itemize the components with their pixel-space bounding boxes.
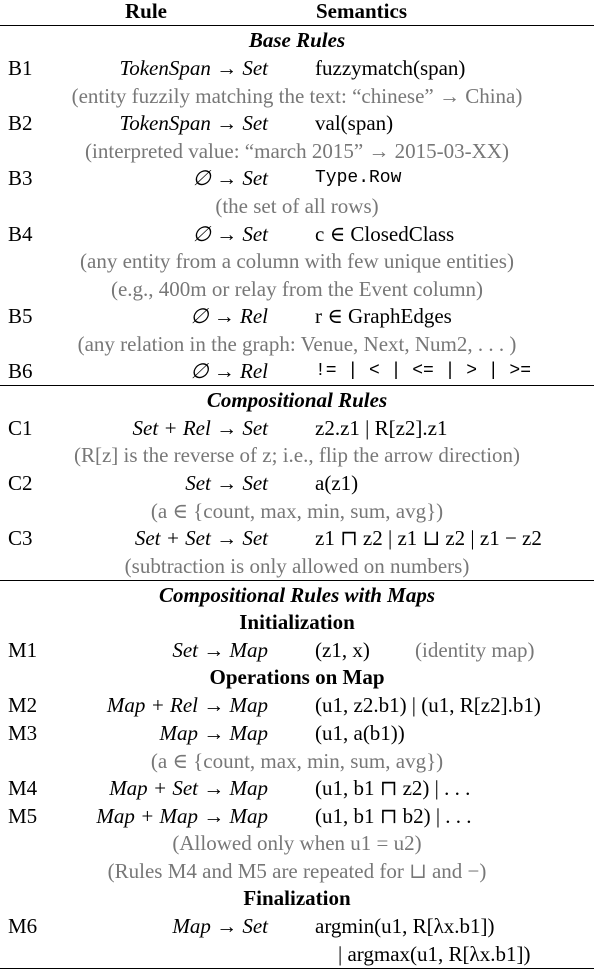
rule-semantics: r ∈ GraphEdges [315, 304, 452, 328]
rule-signature: Set + Rel → Set [132, 416, 268, 440]
rule-semantics: z1 ⊓ z2 | z1 ⊔ z2 | z1 − z2 [315, 526, 542, 550]
rule-row-B5: B5 ∅ → Rel r ∈ GraphEdges [0, 302, 594, 330]
rule-note-M1: (identity map) [415, 638, 535, 662]
rule-note-B2: (interpreted value: “march 2015” → 2015-… [85, 139, 509, 163]
rule-note-B3: (the set of all rows) [215, 194, 379, 218]
rule-row-B4: B4 ∅ → Set c ∈ ClosedClass [0, 220, 594, 248]
rule-semantics: Type.Row [315, 168, 402, 188]
rule-row-B6: B6 ∅ → Rel != | < | <= | > | >= [0, 357, 594, 385]
rule-row-M1: M1 Set → Map (z1, x) (identity map) [0, 636, 594, 664]
rule-signature: ∅ → Rel [190, 359, 268, 383]
rule-id: B6 [8, 359, 33, 383]
rule-row-M6-cont: | argmax(u1, R[λx.b1]) [0, 940, 594, 968]
rule-note-B5: (any relation in the graph: Venue, Next,… [77, 332, 517, 356]
rule-note-C3: (subtraction is only allowed on numbers) [124, 554, 470, 578]
subsection-operations-on-map: Operations on Map [209, 665, 385, 689]
rule-signature: TokenSpan → Set [119, 111, 268, 135]
rule-id: M6 [8, 914, 38, 938]
table-header: Rule Semantics [0, 0, 594, 25]
rule-semantics: (u1, z2.b1) | (u1, R[z2].b1) [315, 693, 541, 717]
rule-note-B4-example: (e.g., 400m or relay from the Event colu… [110, 277, 484, 301]
rule-row-M4: M4 Map + Set → Map (u1, b1 ⊓ z2) | . . . [0, 774, 594, 802]
section-base-rules: Base Rules [248, 28, 346, 52]
rule-signature: TokenSpan → Set [119, 56, 268, 80]
rule-semantics: (u1, b1 ⊓ b2) | . . . [315, 804, 472, 828]
rule-id: C3 [8, 526, 33, 550]
section-map-rules: Compositional Rules with Maps [159, 583, 435, 607]
rule-semantics: argmin(u1, R[λx.b1]) [315, 914, 495, 938]
rule-signature: Map + Set → Map [109, 776, 268, 800]
rule-signature: Map + Rel → Map [106, 693, 268, 717]
rule-row-B1: B1 TokenSpan → Set fuzzymatch(span) [0, 54, 594, 82]
rule-note-B1: (entity fuzzily matching the text: “chin… [71, 84, 523, 108]
subsection-initialization: Initialization [239, 610, 355, 634]
rule-note-M4-M5: (Rules M4 and M5 are repeated for ⊔ and … [107, 859, 487, 883]
divider [0, 385, 594, 386]
rule-row-M5: M5 Map + Map → Map (u1, b1 ⊓ b2) | . . . [0, 802, 594, 830]
rule-id: B2 [8, 111, 33, 135]
rule-id: M2 [8, 693, 38, 717]
rule-id: B3 [8, 166, 33, 190]
rule-signature: Set + Set → Set [134, 526, 268, 550]
rule-row-M6: M6 Map → Set argmin(u1, R[λx.b1]) [0, 912, 594, 940]
section-compositional-rules: Compositional Rules [206, 388, 388, 412]
rule-note-C2: (a ∈ {count, max, min, sum, avg}) [150, 499, 444, 523]
rule-semantics: z2.z1 | R[z2].z1 [315, 416, 448, 440]
rule-signature: Map → Set [172, 914, 268, 938]
rule-id: M1 [8, 638, 38, 662]
rule-signature: Map → Map [159, 721, 269, 745]
divider [0, 968, 594, 969]
rule-semantics: c ∈ ClosedClass [315, 222, 455, 246]
divider [0, 580, 594, 581]
rule-semantics: (u1, b1 ⊓ z2) | . . . [315, 776, 471, 800]
rule-signature: Map + Map → Map [96, 804, 268, 828]
rule-note-M3: (a ∈ {count, max, min, sum, avg}) [150, 749, 444, 773]
rule-id: M5 [8, 804, 38, 828]
rule-signature: ∅ → Rel [190, 304, 268, 328]
rule-id: B1 [8, 56, 33, 80]
rule-row-C1: C1 Set + Rel → Set z2.z1 | R[z2].z1 [0, 414, 594, 442]
divider [0, 25, 594, 26]
rule-id: M3 [8, 721, 38, 745]
subsection-finalization: Finalization [243, 886, 351, 910]
header-rule: Rule [125, 0, 167, 23]
rule-semantics: (z1, x) [315, 638, 370, 662]
rule-semantics: a(z1) [315, 471, 359, 495]
rule-signature: Set → Map [172, 638, 268, 662]
rule-id: C1 [8, 416, 33, 440]
rule-row-C2: C2 Set → Set a(z1) [0, 469, 594, 497]
rule-note-B4: (any entity from a column with few uniqu… [80, 249, 514, 273]
rule-note-M5: (Allowed only when u1 = u2) [172, 831, 422, 855]
rule-note-C1: (R[z] is the reverse of z; i.e., flip th… [73, 443, 521, 467]
rule-row-C3: C3 Set + Set → Set z1 ⊓ z2 | z1 ⊔ z2 | z… [0, 524, 594, 552]
header-semantics: Semantics [316, 0, 407, 23]
rule-signature: ∅ → Set [192, 222, 268, 246]
rule-semantics: val(span) [315, 111, 394, 135]
rule-row-M3: M3 Map → Map (u1, a(b1)) [0, 719, 594, 747]
rule-semantics: != | < | <= | > | >= [315, 361, 532, 381]
rule-id: B5 [8, 304, 33, 328]
rule-signature: Set → Set [185, 471, 268, 495]
rule-id: C2 [8, 471, 33, 495]
rule-semantics-cont: | argmax(u1, R[λx.b1]) [338, 942, 531, 966]
rule-row-B3: B3 ∅ → Set Type.Row [0, 164, 594, 192]
rule-semantics: (u1, a(b1)) [315, 721, 405, 745]
rule-id: B4 [8, 222, 33, 246]
rule-row-B2: B2 TokenSpan → Set val(span) [0, 109, 594, 137]
rule-row-M2: M2 Map + Rel → Map (u1, z2.b1) | (u1, R[… [0, 691, 594, 719]
rule-signature: ∅ → Set [192, 166, 268, 190]
rule-id: M4 [8, 776, 38, 800]
rule-semantics: fuzzymatch(span) [315, 56, 466, 80]
